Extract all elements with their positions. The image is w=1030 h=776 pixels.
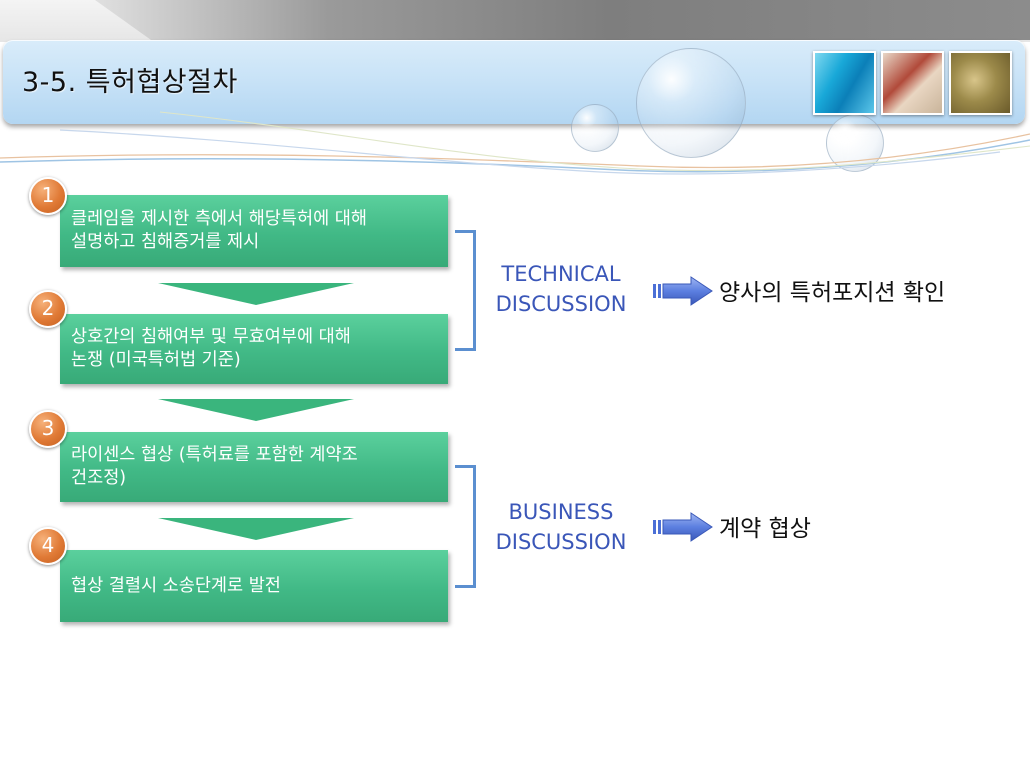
thumbnail-blue-image bbox=[813, 51, 876, 115]
step-4-line-1: 협상 결렬시 소송단계로 발전 bbox=[71, 575, 281, 596]
technical-label-line-2: DISCUSSION bbox=[495, 292, 627, 316]
business-label-line-2: DISCUSSION bbox=[495, 530, 627, 554]
top-gray-band-shade bbox=[95, 0, 1030, 40]
down-arrow-2 bbox=[158, 399, 354, 421]
step-1-text: 클레임을 제시한 측에서 해당특허에 대해 설명하고 침해증거를 제시 bbox=[71, 208, 367, 254]
step-3-text: 라이센스 협상 (특허료를 포함한 계약조 건조정) bbox=[71, 444, 358, 490]
business-result-text: 계약 협상 bbox=[719, 516, 811, 542]
technical-label-line-1: TECHNICAL bbox=[501, 262, 621, 286]
thumbnail-gold-image bbox=[949, 51, 1012, 115]
step-3-line-1: 라이센스 협상 (특허료를 포함한 계약조 bbox=[71, 445, 358, 465]
step-1-line-2: 설명하고 침해증거를 제시 bbox=[71, 232, 260, 252]
thumbnail-document-image bbox=[881, 51, 944, 115]
step-3-number-badge: 3 bbox=[29, 410, 67, 448]
decorative-swirl-lines bbox=[0, 111, 1030, 175]
technical-discussion-label: TECHNICAL DISCUSSION bbox=[478, 259, 644, 319]
step-2-box: 상호간의 침해여부 및 무효여부에 대해 논쟁 (미국특허법 기준) bbox=[60, 314, 448, 384]
step-1-line-1: 클레임을 제시한 측에서 해당특허에 대해 bbox=[71, 209, 367, 229]
business-discussion-label: BUSINESS DISCUSSION bbox=[478, 497, 644, 557]
technical-result-text: 양사의 특허포지션 확인 bbox=[719, 280, 946, 306]
bubble-large bbox=[636, 48, 746, 158]
down-arrow-3 bbox=[158, 518, 354, 540]
step-3-box: 라이센스 협상 (특허료를 포함한 계약조 건조정) bbox=[60, 432, 448, 502]
step-2-text: 상호간의 침해여부 및 무효여부에 대해 논쟁 (미국특허법 기준) bbox=[71, 326, 351, 372]
step-4-box: 협상 결렬시 소송단계로 발전 bbox=[60, 550, 448, 622]
right-arrow-technical bbox=[653, 276, 713, 306]
step-2-number-badge: 2 bbox=[29, 290, 67, 328]
step-2-line-2: 논쟁 (미국특허법 기준) bbox=[71, 350, 241, 370]
top-gray-band bbox=[0, 0, 1030, 42]
bubble-small-left bbox=[571, 104, 619, 152]
right-arrow-business bbox=[653, 512, 713, 542]
technical-bracket bbox=[455, 230, 476, 351]
business-label-line-1: BUSINESS bbox=[508, 500, 614, 524]
step-3-line-2: 건조정) bbox=[71, 468, 127, 488]
step-2-line-1: 상호간의 침해여부 및 무효여부에 대해 bbox=[71, 327, 351, 347]
business-bracket bbox=[455, 465, 476, 588]
step-4-number-badge: 4 bbox=[29, 527, 67, 565]
step-4-text: 협상 결렬시 소송단계로 발전 bbox=[71, 575, 281, 598]
slide-title: 3-5. 특허협상절차 bbox=[22, 67, 238, 98]
down-arrow-1 bbox=[158, 283, 354, 305]
step-1-number-badge: 1 bbox=[29, 177, 67, 215]
step-1-box: 클레임을 제시한 측에서 해당특허에 대해 설명하고 침해증거를 제시 bbox=[60, 195, 448, 267]
